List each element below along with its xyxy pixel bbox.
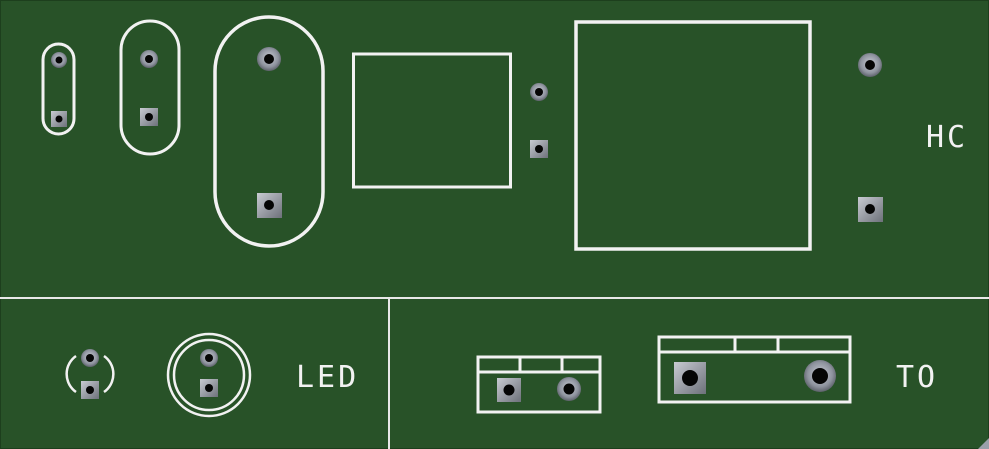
drill-hole xyxy=(503,384,515,396)
led-large-pads xyxy=(200,349,218,397)
rect-component-large-outline xyxy=(574,20,812,251)
drill-hole xyxy=(55,115,63,123)
led-footprint-large xyxy=(166,332,252,418)
to-small-pads xyxy=(497,377,581,402)
led-large-inner-ring xyxy=(172,338,246,412)
led-small-left-bracket xyxy=(65,354,77,394)
label-to: TO xyxy=(896,360,939,395)
drill-hole xyxy=(145,55,153,63)
drill-hole xyxy=(86,354,94,362)
radial-cap-small-pads xyxy=(51,52,67,127)
led-small-right-bracket xyxy=(103,354,115,394)
led-footprint-small xyxy=(65,354,115,394)
radial-cap-large-pads xyxy=(257,47,282,218)
to-large-outline xyxy=(657,335,852,404)
drill-hole xyxy=(865,204,875,214)
led-small-pads xyxy=(81,349,99,399)
drill-hole xyxy=(264,54,274,64)
drill-hole xyxy=(563,383,575,395)
to-package-large xyxy=(657,335,852,404)
radial-cap-large-outline xyxy=(213,15,325,248)
rect-component-small-pads xyxy=(530,83,548,158)
drill-hole xyxy=(205,354,213,362)
rect-component-small-outline xyxy=(352,52,512,189)
drill-hole xyxy=(682,370,698,386)
to-large-pads xyxy=(674,360,836,394)
drill-hole xyxy=(535,88,543,96)
drill-hole xyxy=(145,113,153,121)
radial-cap-medium-outline xyxy=(119,19,181,156)
drill-hole xyxy=(55,56,63,64)
drill-hole xyxy=(812,368,828,384)
to-small-outline xyxy=(476,355,602,414)
drill-hole xyxy=(86,386,94,394)
drill-hole xyxy=(535,145,543,153)
radial-cap-footprint-small xyxy=(41,42,76,136)
led-large-outer-ring xyxy=(166,332,252,418)
drill-hole xyxy=(264,200,274,210)
to-package-small xyxy=(476,355,602,414)
rect-component-large-pads xyxy=(858,53,883,222)
drill-hole xyxy=(865,60,875,70)
label-hc: HC xyxy=(926,120,969,155)
label-led: LED xyxy=(296,360,360,395)
drill-hole xyxy=(205,384,213,392)
radial-cap-medium-pads xyxy=(140,50,158,126)
corner-marker xyxy=(978,438,989,449)
radial-cap-small-outline xyxy=(41,42,76,136)
